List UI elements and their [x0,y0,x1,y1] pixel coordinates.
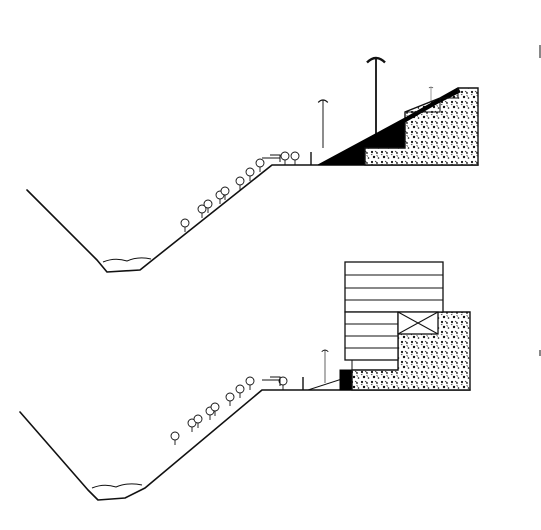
lower-lamps [321,349,329,384]
lower-railing [262,376,281,386]
upper-embankment-top [404,87,461,123]
lower-trees [170,376,288,446]
lower-section [19,261,541,501]
upper-steps [405,88,459,113]
lower-water [91,483,143,489]
upper-trees [180,151,300,233]
upper-ground-line [26,164,479,273]
lower-building [344,261,444,370]
upper-water [102,257,152,263]
upper-gravel-structure [364,87,479,166]
lower-ground-line [19,389,471,501]
upper-section [26,45,541,273]
upper-railing [262,154,281,162]
lower-ramp [307,377,346,391]
